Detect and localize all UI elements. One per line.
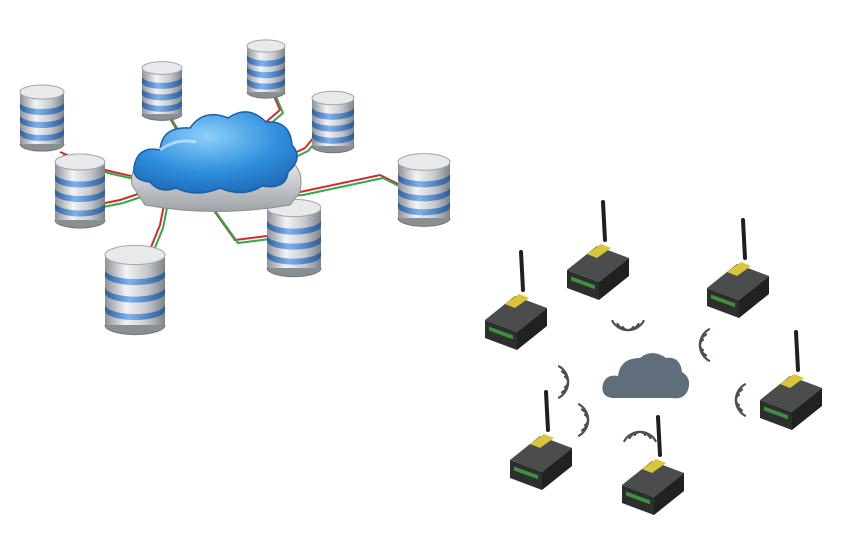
wifi-signal-icon bbox=[611, 319, 645, 332]
database-icon bbox=[311, 90, 355, 154]
wireless-router-icon bbox=[707, 218, 769, 318]
database-nodes bbox=[19, 39, 451, 336]
link-green bbox=[212, 207, 279, 245]
wifi-signal-icon bbox=[557, 365, 570, 399]
wifi-signal-icon bbox=[623, 430, 657, 443]
wireless-router-icon bbox=[485, 250, 547, 350]
database-icon bbox=[19, 84, 65, 152]
cloud-icon bbox=[602, 353, 690, 399]
database-icon bbox=[397, 153, 451, 227]
database-icon bbox=[104, 244, 166, 336]
database-icon bbox=[54, 153, 106, 229]
database-icon bbox=[246, 39, 286, 99]
central-cloud bbox=[131, 111, 302, 212]
wireless-router-icon bbox=[567, 200, 629, 300]
wireless-cloud bbox=[602, 353, 690, 399]
wifi-signals bbox=[557, 319, 747, 443]
cloud-icon bbox=[133, 111, 298, 194]
wireless-router-icon bbox=[510, 390, 572, 490]
wifi-signal-icon bbox=[577, 403, 590, 437]
router-nodes bbox=[485, 200, 822, 515]
wifi-signal-icon bbox=[698, 328, 711, 362]
wireless-router-icon bbox=[760, 330, 822, 430]
wifi-signal-icon bbox=[734, 383, 747, 417]
database-icon bbox=[266, 198, 322, 278]
database-icon bbox=[141, 61, 183, 121]
wireless-router-icon bbox=[622, 415, 684, 515]
